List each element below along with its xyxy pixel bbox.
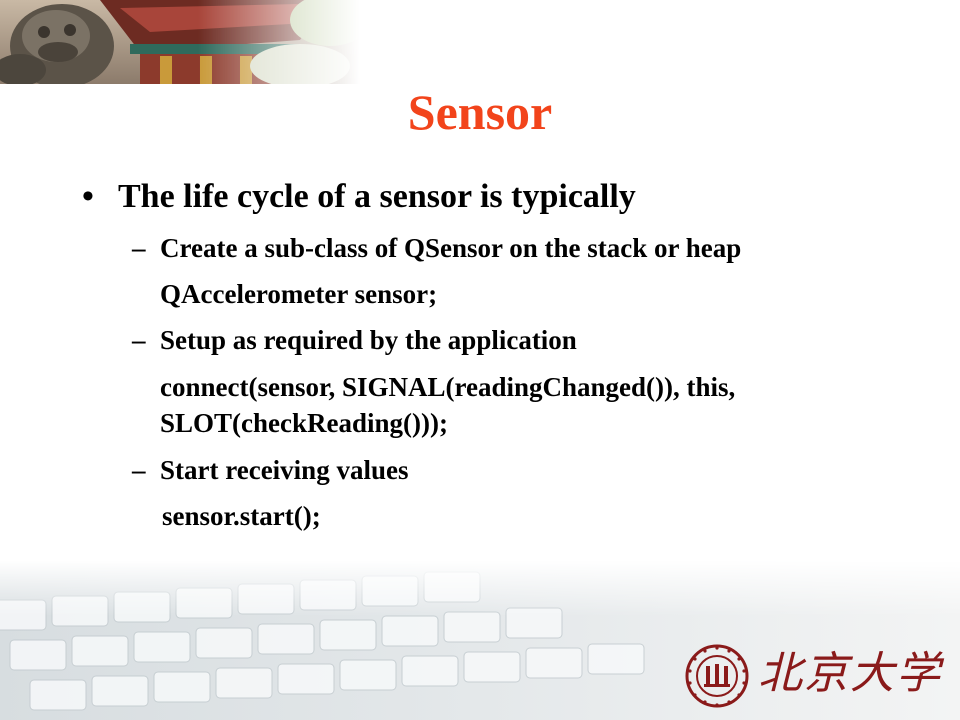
university-name-logotype: 北京大学 bbox=[758, 648, 942, 699]
code-line: SLOT(checkReading())); bbox=[160, 408, 448, 438]
dash-marker: – bbox=[132, 325, 146, 355]
university-seal-icon bbox=[685, 644, 749, 708]
header-photo-image bbox=[0, 0, 360, 84]
sub-bullet-text: Start receiving values bbox=[160, 455, 409, 485]
header-photo-banner bbox=[0, 0, 360, 84]
bullet-item: • The life cycle of a sensor is typically bbox=[82, 176, 636, 218]
code-line: sensor.start(); bbox=[162, 501, 321, 531]
bullet-marker: • bbox=[82, 178, 94, 215]
sub-bullet-create: –Create a sub-class of QSensor on the st… bbox=[132, 230, 741, 266]
university-logo: 北京大学 bbox=[680, 640, 950, 716]
sub-bullet-start: –Start receiving values bbox=[132, 452, 408, 488]
sub-bullet-setup: –Setup as required by the application bbox=[132, 322, 577, 358]
dash-marker: – bbox=[132, 233, 146, 263]
slide-title: Sensor bbox=[407, 84, 553, 140]
sub-bullet-text: Setup as required by the application bbox=[160, 325, 577, 355]
footer-keyboard-image bbox=[0, 560, 960, 720]
code-line: connect(sensor, SIGNAL(readingChanged())… bbox=[160, 372, 736, 402]
code-line: QAccelerometer sensor; bbox=[160, 279, 438, 309]
dash-marker: – bbox=[132, 455, 146, 485]
sub-bullet-text: Create a sub-class of QSensor on the sta… bbox=[160, 233, 742, 263]
bullet-text: The life cycle of a sensor is typically bbox=[118, 178, 636, 215]
footer-keyboard-banner bbox=[0, 560, 960, 720]
